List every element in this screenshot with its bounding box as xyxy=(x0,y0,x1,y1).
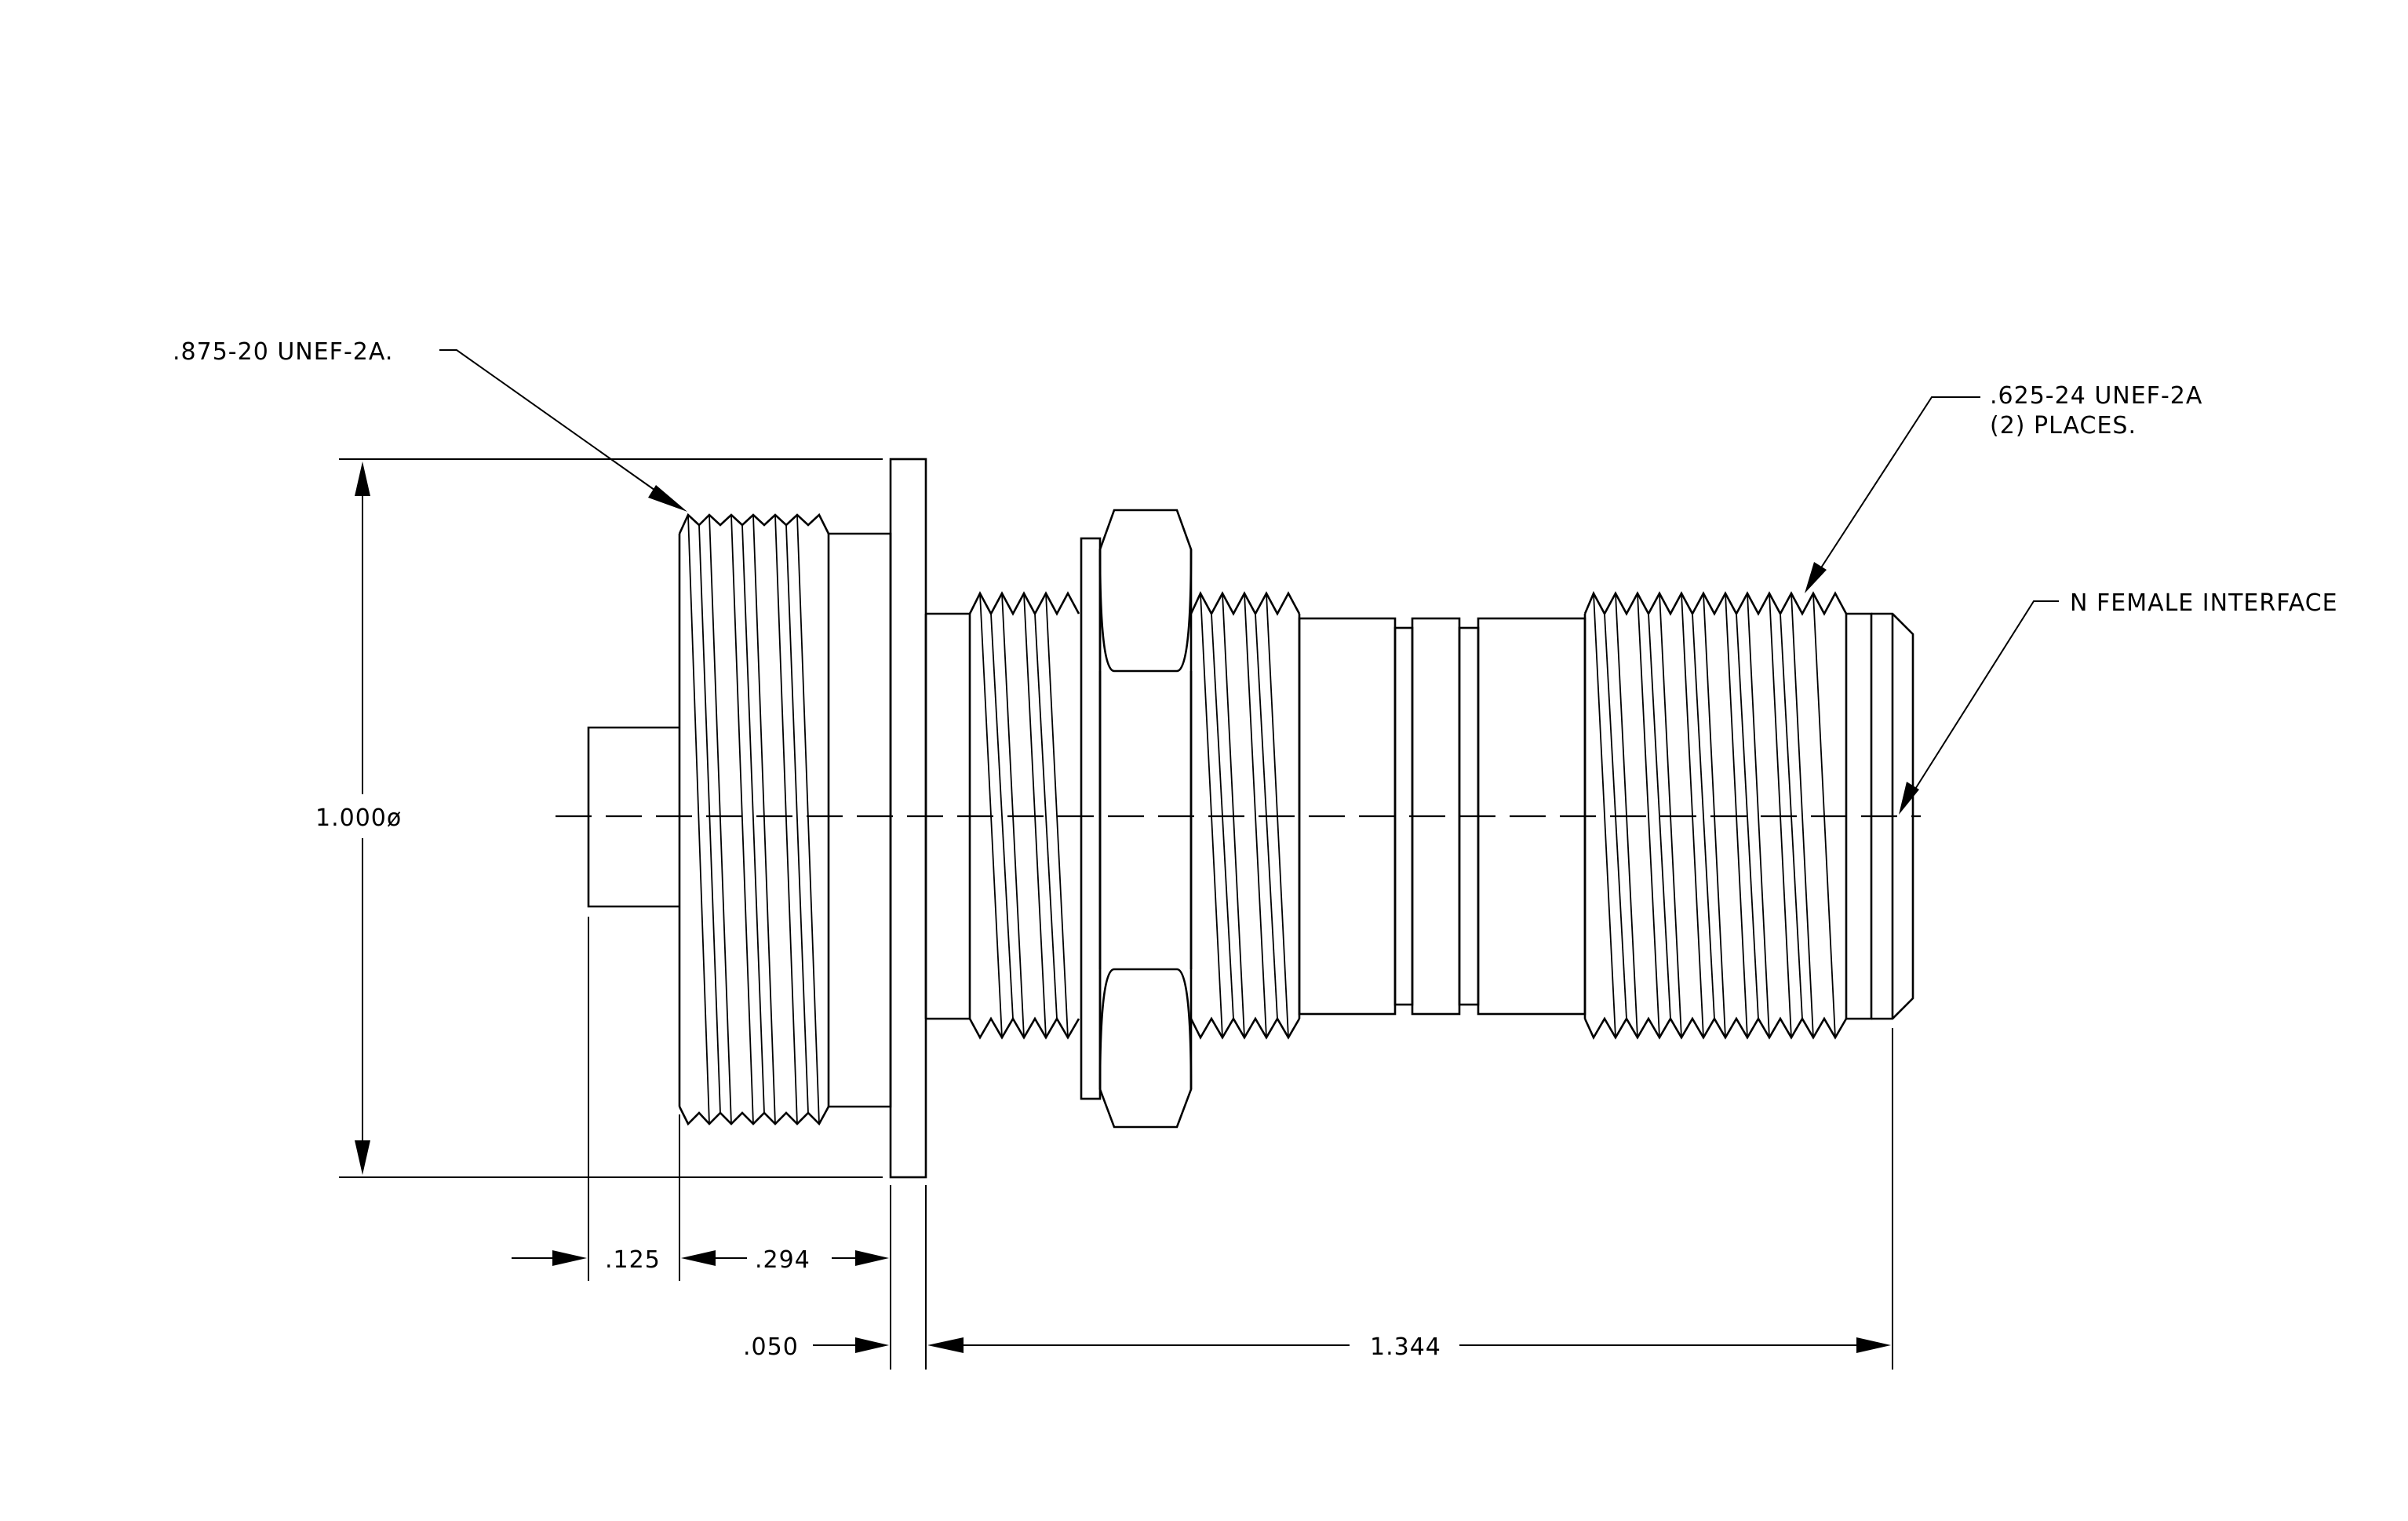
flange xyxy=(889,458,927,1179)
pilot-stub xyxy=(587,726,679,908)
dimension-thread-length-label: .294 xyxy=(755,1246,811,1274)
dimension-body-length-label: 1.344 xyxy=(1370,1333,1441,1361)
callout-small-thread-label-1: .625-24 UNEF-2A xyxy=(1990,382,2202,410)
dimension-thread-length xyxy=(832,1250,889,1266)
callout-interface-label: N FEMALE INTERFACE xyxy=(2070,589,2338,617)
dimension-diameter-label: 1.000ø xyxy=(315,804,402,832)
dimension-pilot xyxy=(512,1250,747,1266)
lock-washer xyxy=(1080,537,1102,1100)
dimension-diameter xyxy=(339,458,883,1178)
hex-nut xyxy=(1098,509,1193,1129)
callout-small-thread-leader xyxy=(1805,396,1980,593)
dimension-pilot-label: .125 xyxy=(605,1246,661,1274)
small-thread-left xyxy=(924,591,1080,1040)
n-female-thread xyxy=(1583,590,1914,1040)
callout-small-thread-label-2: (2) PLACES. xyxy=(1990,412,2137,440)
extension-lines xyxy=(588,917,1893,1370)
dimension-flange xyxy=(813,1337,889,1353)
callout-large-thread-leader xyxy=(439,349,687,512)
large-thread-body xyxy=(678,512,892,1126)
dimension-body-length xyxy=(927,1337,1891,1353)
callout-interface-leader xyxy=(1899,600,2059,815)
dimension-flange-label: .050 xyxy=(743,1333,799,1361)
callout-large-thread-label: .875-20 UNEF-2A. xyxy=(173,338,393,366)
